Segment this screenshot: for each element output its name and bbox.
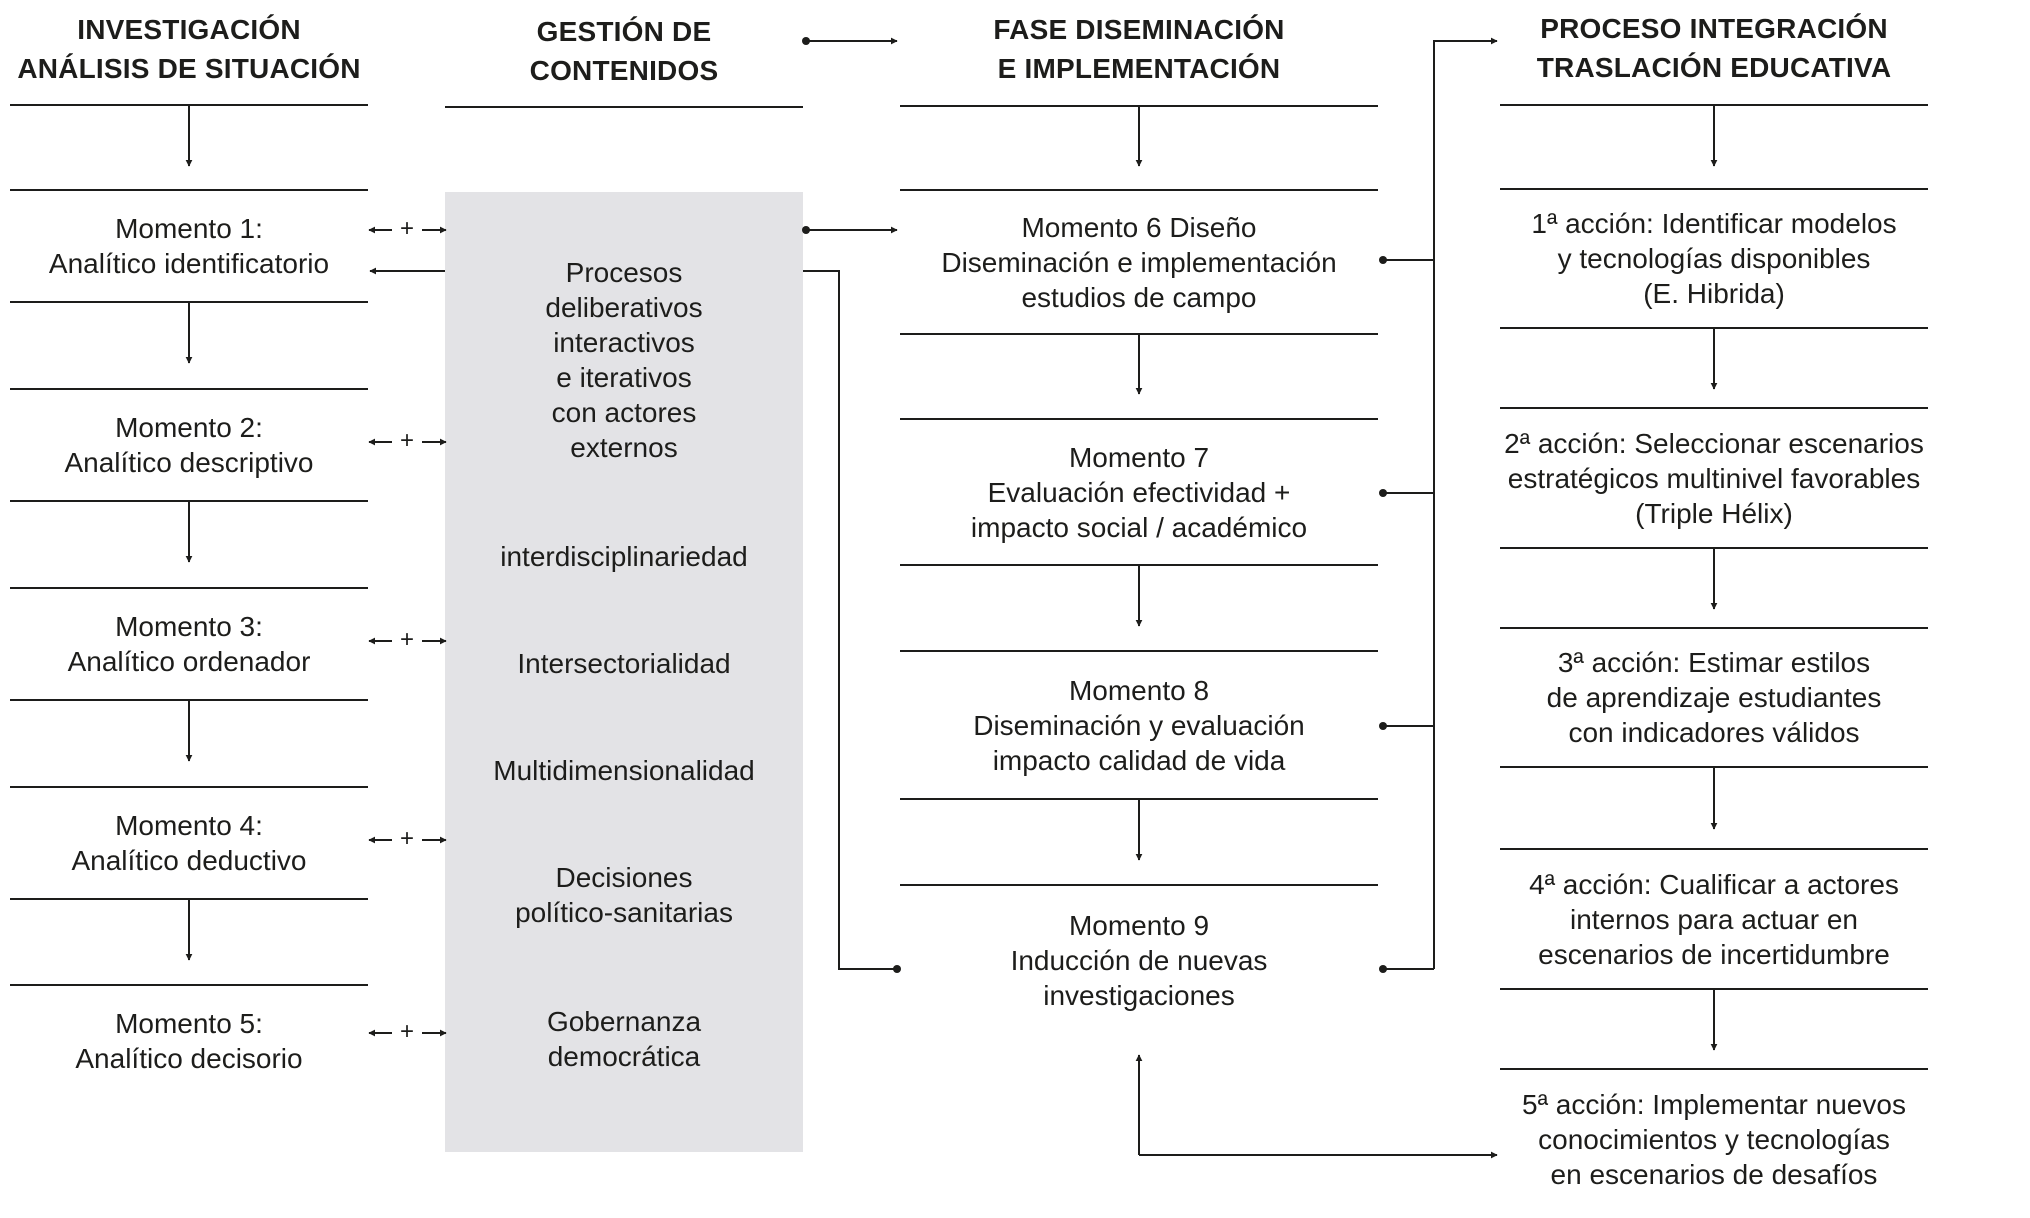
item-multidimensionality: Multidimensionalidad xyxy=(493,754,755,786)
header-research: INVESTIGACIÓN ANÁLISIS DE SITUACIÓN xyxy=(0,10,378,88)
moment-4-title: Momento 4: xyxy=(115,810,263,841)
process-line-1: Procesos xyxy=(565,257,683,288)
moment-9-box: Momento 9 Inducción de nuevas investigac… xyxy=(900,885,1378,1035)
moment-8-title: Momento 8 xyxy=(1068,674,1210,706)
action-4-box: 4ª acción: Cualificar a actores internos… xyxy=(1500,849,1928,989)
moment-8-line3: impacto calidad de vida xyxy=(992,744,1286,776)
moment-7-title: Momento 7 xyxy=(1068,441,1210,473)
moment-1-subtitle: Analítico identificatorio xyxy=(48,248,330,279)
action-1-line2: y tecnologías disponibles xyxy=(1557,243,1871,274)
action-2-box: 2ª acción: Seleccionar escenarios estrat… xyxy=(1490,408,1938,548)
action-3-line2: de aprendizaje estudiantes xyxy=(1546,682,1882,713)
connector-dots xyxy=(802,37,1387,973)
action-4-line1: 4ª acción: Cualificar a actores xyxy=(1529,868,1899,900)
moment-7-line2: Evaluación efectividad + xyxy=(987,476,1291,508)
header-integration: PROCESO INTEGRACIÓN TRASLACIÓN EDUCATIVA xyxy=(1500,9,1928,87)
action-4-line2: internos para actuar en xyxy=(1570,903,1858,935)
moment-3-subtitle: Analítico ordenador xyxy=(67,646,311,677)
plus-sign-2: + xyxy=(399,427,414,454)
plus-sign-1: + xyxy=(399,215,414,242)
moment-8-line2: Diseminación y evaluación xyxy=(973,709,1305,741)
moment-9-line3: investigaciones xyxy=(1043,979,1235,1011)
moment-5-title: Momento 5: xyxy=(115,1008,263,1039)
moment-8-box: Momento 8 Diseminación y evaluación impa… xyxy=(900,651,1378,799)
item-intersectorality: Intersectorialidad xyxy=(517,647,731,679)
moment-5-subtitle: Analítico decisorio xyxy=(75,1043,303,1074)
moment-1-title: Momento 1: xyxy=(115,213,263,244)
panel-to-moment9-connector xyxy=(803,270,897,970)
action-5-line2: conocimientos y tecnologías xyxy=(1538,1123,1890,1155)
dissemination-to-integration-bracket xyxy=(1433,37,1498,969)
moment-9-title: Momento 9 xyxy=(1068,909,1210,941)
interdisciplinarity-text: interdisciplinariedad xyxy=(445,536,803,576)
moment-5-box: Momento 5: Analítico decisorio xyxy=(10,985,368,1097)
action-5-box: 5ª acción: Implementar nuevos conocimien… xyxy=(1500,1069,1928,1209)
header-integration-line1: PROCESO INTEGRACIÓN xyxy=(1540,13,1888,44)
action-5-line1: 5ª acción: Implementar nuevos xyxy=(1522,1088,1906,1120)
multidimensionality-text: Multidimensionalidad xyxy=(445,750,803,790)
moment-2-subtitle: Analítico descriptivo xyxy=(64,447,314,478)
item-governance-line1: Gobernanza xyxy=(546,1006,702,1037)
moment-2-title: Momento 2: xyxy=(115,412,263,443)
moment-4-subtitle: Analítico deductivo xyxy=(71,845,307,876)
header-content-line1: GESTIÓN DE xyxy=(536,16,712,47)
deliberative-processes-text: Procesos deliberativos interactivos e it… xyxy=(445,254,803,466)
moment-9-line2: Inducción de nuevas xyxy=(1010,944,1268,976)
intersectorality-text: Intersectorialidad xyxy=(445,643,803,683)
item-decisions-line1: Decisiones xyxy=(555,862,693,893)
moment-3-box: Momento 3: Analítico ordenador xyxy=(10,588,368,700)
header-research-line2: ANÁLISIS DE SITUACIÓN xyxy=(17,53,361,84)
action-3-line1: 3ª acción: Estimar estilos xyxy=(1557,647,1871,678)
plus-sign-3: + xyxy=(399,626,414,653)
plus-sign-5: + xyxy=(399,1018,414,1045)
header-dissemination-line2: E IMPLEMENTACIÓN xyxy=(997,53,1281,84)
action-4-line3: escenarios de incertidumbre xyxy=(1538,938,1890,970)
header-research-line1: INVESTIGACIÓN xyxy=(77,14,301,45)
header-content-management: GESTIÓN DE CONTENIDOS xyxy=(445,12,803,90)
action-3-line3: con indicadores válidos xyxy=(1568,717,1860,748)
action-1-line1: 1ª acción: Identificar modelos xyxy=(1531,208,1897,239)
moment-3-title: Momento 3: xyxy=(115,611,263,642)
moment-7-box: Momento 7 Evaluación efectividad + impac… xyxy=(900,419,1378,565)
process-line-6: externos xyxy=(570,432,678,463)
action-5-line3: en escenarios de desafíos xyxy=(1550,1158,1878,1190)
moment-7-line3: impacto social / académico xyxy=(970,511,1308,543)
process-line-4: e iterativos xyxy=(556,362,692,393)
plus-sign-4: + xyxy=(399,825,414,852)
political-health-decisions-text: Decisiones político-sanitarias xyxy=(445,857,803,933)
action-1-line3: (E. Hibrida) xyxy=(1643,278,1785,309)
action-2-line2: estratégicos multinivel favorables xyxy=(1507,462,1921,494)
item-decisions-line2: político-sanitarias xyxy=(515,897,733,928)
moment-4-box: Momento 4: Analítico deductivo xyxy=(10,787,368,899)
item-interdisciplinarity: interdisciplinariedad xyxy=(500,540,748,572)
header-dissemination-line1: FASE DISEMINACIÓN xyxy=(993,14,1285,45)
action-1-box: 1ª acción: Identificar modelos y tecnolo… xyxy=(1500,189,1928,328)
action-2-line3: (Triple Hélix) xyxy=(1635,497,1793,529)
bidirectional-arrows xyxy=(368,226,447,1037)
moment-6-box: Momento 6 Diseño Diseminación e implemen… xyxy=(900,190,1378,334)
moment-6-line3: estudios de campo xyxy=(1021,281,1257,313)
process-line-5: con actores xyxy=(551,397,697,428)
header-integration-line2: TRASLACIÓN EDUCATIVA xyxy=(1536,52,1892,83)
moment-1-box: Momento 1: Analítico identificatorio xyxy=(10,190,368,302)
process-line-2: deliberativos xyxy=(545,292,703,323)
process-line-3: interactivos xyxy=(553,327,695,358)
moment-6-line2: Diseminación e implementación xyxy=(941,246,1337,278)
moment-2-box: Momento 2: Analítico descriptivo xyxy=(10,389,368,501)
item-governance-line2: democrática xyxy=(547,1041,701,1072)
democratic-governance-text: Gobernanza democrática xyxy=(445,1001,803,1077)
moment-6-title: Momento 6 Diseño xyxy=(1021,211,1257,243)
header-dissemination: FASE DISEMINACIÓN E IMPLEMENTACIÓN xyxy=(900,10,1378,88)
action-3-box: 3ª acción: Estimar estilos de aprendizaj… xyxy=(1500,628,1928,767)
header-content-line2: CONTENIDOS xyxy=(529,55,719,86)
action-2-line1: 2ª acción: Seleccionar escenarios xyxy=(1504,427,1924,459)
content-management-panel xyxy=(445,192,803,1152)
